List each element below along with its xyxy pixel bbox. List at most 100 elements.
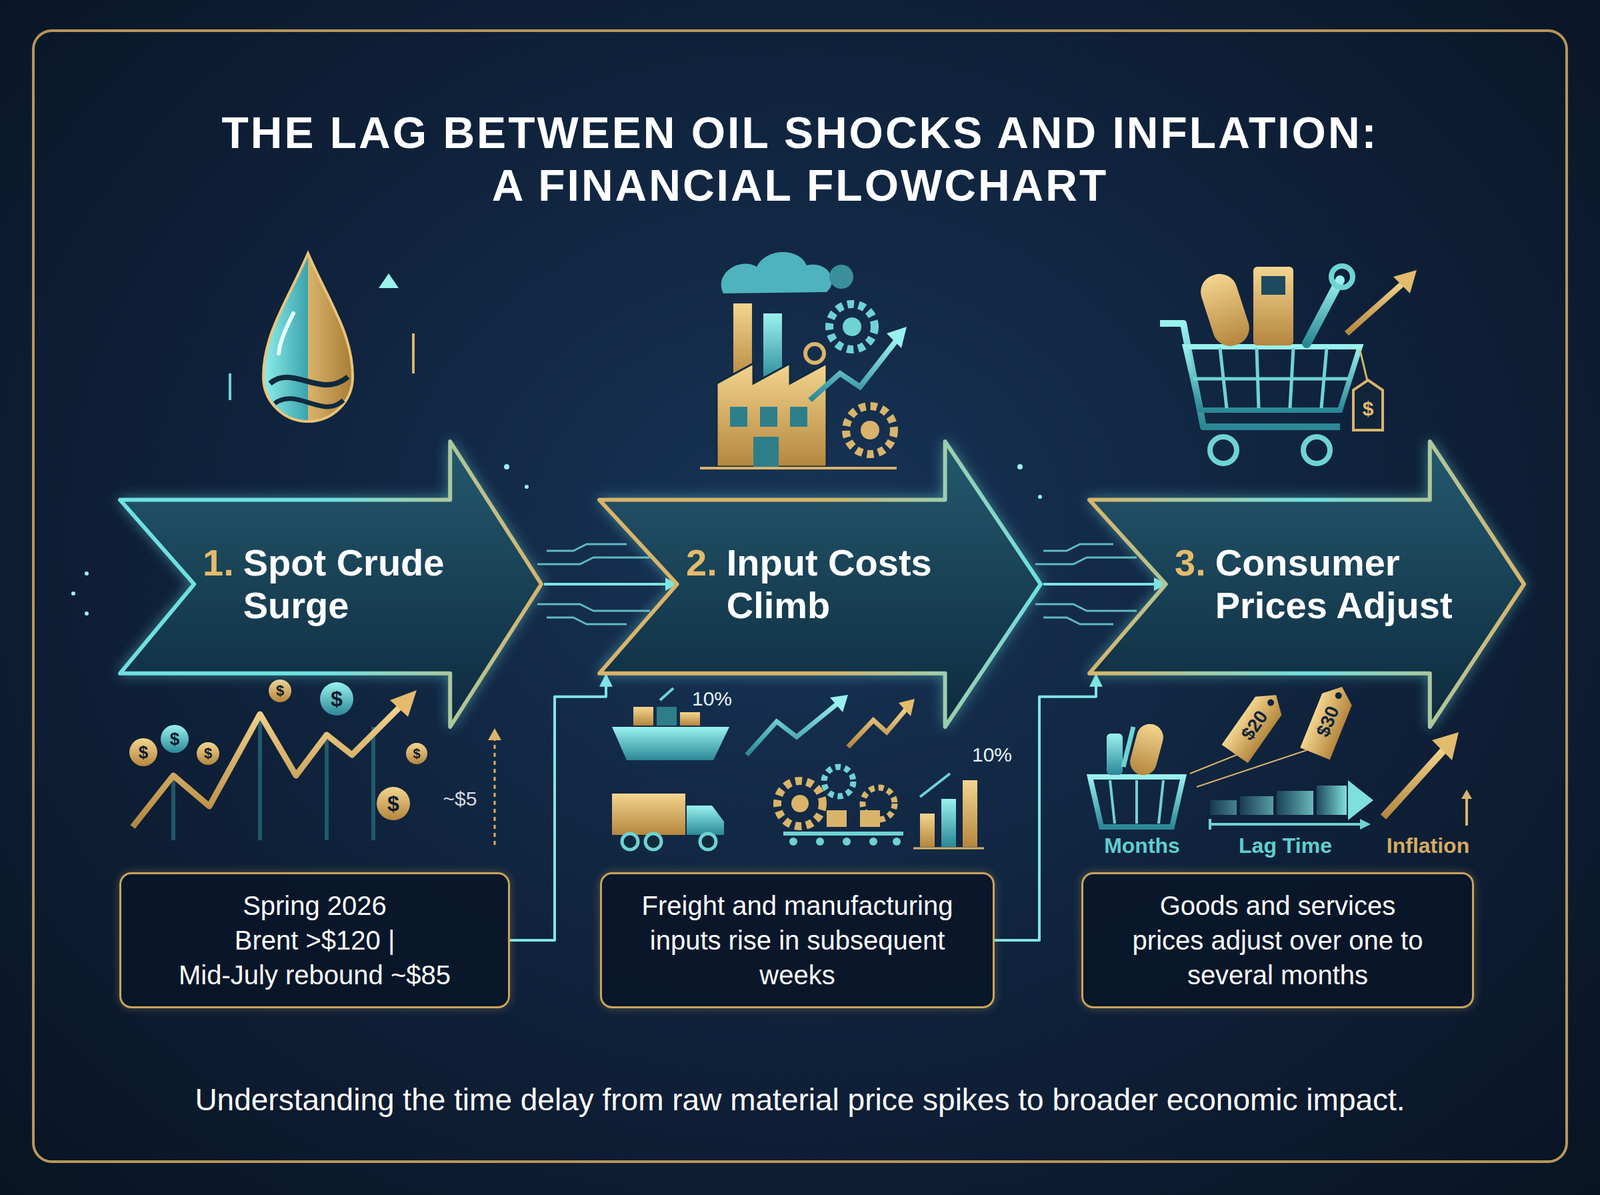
text-row: 3.Consumer Prices Adjust [1174,541,1469,628]
shopping-cart-icon-part [1346,280,1407,334]
step-number: 3. [1174,541,1206,584]
price-chart-part [258,720,262,840]
factory-icon-part [721,252,832,294]
shopping-cart-icon-part [1261,276,1286,295]
input-costs-icons-part [791,794,809,812]
axis-label: Months [1104,833,1180,858]
arrow-outline [599,441,1041,727]
oil-drop-icon-part [263,253,353,422]
input-costs-icons-part [645,833,662,850]
note-box: Goods and services prices adjust over on… [1081,872,1474,1008]
axis-label: Inflation [1386,833,1470,858]
input-costs-icons-part [869,837,878,846]
text-area: 1.Spot Crude Surge [202,438,497,730]
sparkle-dots-part [1038,494,1042,499]
shopping-cart-icon-part [1353,380,1383,430]
factory-icon [700,252,907,468]
price-chart-part [324,740,329,840]
value-note: ~$5 [443,787,478,810]
price-chart-part [132,704,403,827]
coin-symbol: $ [204,744,212,762]
input-costs-icons-part [783,831,904,836]
flow-lines-part [537,557,650,564]
shopping-cart-icon-part [1306,280,1340,344]
price-chart-part [196,742,220,765]
connector [510,674,606,940]
input-costs-icons-part [622,833,638,850]
factory-icon-part [700,466,897,470]
consumer-price-icons-part [1276,790,1314,815]
input-costs-icons-part [842,837,851,846]
coin-symbol: $ [387,791,400,816]
flow-lines-part [546,617,627,624]
coin-symbol: $ [170,728,180,750]
flow-lines-part [1043,544,1114,551]
price-tag-symbol: $ [1362,397,1374,420]
consumer-price-icons-part-part [1334,691,1343,700]
consumer-price-icons-part [1432,732,1459,760]
sparkle-dots-part [71,591,76,596]
oil-drop-icon-part [274,398,344,407]
consumer-price-icons-part [1210,800,1237,815]
arrow-outline [1089,441,1524,727]
input-costs-icons-part [612,793,686,835]
step-label: Consumer Prices Adjust [1215,541,1469,628]
step-label: Spot Crude Surge [243,541,497,628]
step-number: 1. [202,541,234,584]
price-chart-part [390,690,417,717]
shopping-cart-icon-part [1303,436,1330,464]
input-costs-icons-part [612,726,730,760]
arrow-outline [120,441,542,727]
input-costs-icons-part [941,798,956,847]
consumer-price-icons-part [1090,776,1184,827]
sparkle-dots-part [1017,464,1023,470]
consumer-price-icons-part [1110,780,1115,824]
consumer-price-icons-part [1123,726,1134,767]
consumer-price-icons-part [1135,780,1138,824]
consumer-price-icons-part [1190,753,1240,774]
shopping-cart-icon-part [1193,377,1350,381]
factory-icon-part [790,406,808,427]
connector [1043,582,1166,586]
factory-icon-part [753,436,779,467]
shopping-cart-icon-part [1360,350,1368,384]
consumer-price-icons-part [1106,733,1123,775]
oil-drop-icon-part [278,313,294,354]
title-wrap: THE LAG BETWEEN OIL SHOCKS AND INFLATION… [0,106,1600,212]
flow-arrow: 2.Input Costs Climb [596,438,1044,730]
input-costs-icons-part [824,766,854,796]
note-box: Freight and manufacturing inputs rise in… [600,872,995,1008]
text-row: 1.Spot Crude Surge [202,541,497,628]
flow-arrow: 3.Consumer Prices Adjust [1086,438,1527,730]
consumer-price-icons-part [1316,785,1347,815]
consumer-price-icons-part-part [1222,685,1290,763]
price-chart-part [488,728,502,740]
oil-drop-icon-part [412,333,415,374]
input-costs-icons-part [913,847,984,850]
consumer-price-icons-part [1465,796,1468,826]
axis-label: Lag Time [1238,833,1332,858]
note-text: Goods and services prices adjust over on… [1126,888,1430,992]
factory-icon-part [886,326,907,348]
input-costs-icons-part [686,805,724,835]
consumer-price-icons-part [1360,818,1371,830]
step-label: Input Costs Climb [726,541,980,628]
price-chart-part [376,786,410,820]
price-chart-part [371,726,376,840]
price-chart-part [320,682,354,716]
note-text: Spring 2026 [242,888,387,923]
input-costs-icons-part [789,837,798,846]
input-costs-icons-part [680,712,700,726]
input-costs-icons-part [633,706,654,726]
factory-icon-part [730,406,748,427]
sparkle-dots-part [524,484,529,489]
flow-arrow: 1.Spot Crude Surge [117,438,544,730]
consumer-price-icons-part [1461,789,1472,799]
connector [544,582,678,586]
percent-label: 10% [692,687,732,710]
title: THE LAG BETWEEN OIL SHOCKS AND INFLATION… [206,106,1394,212]
oil-drop-icon-part [378,273,399,288]
consumer-price-icons [1090,680,1472,830]
factory-icon-part [829,304,875,350]
